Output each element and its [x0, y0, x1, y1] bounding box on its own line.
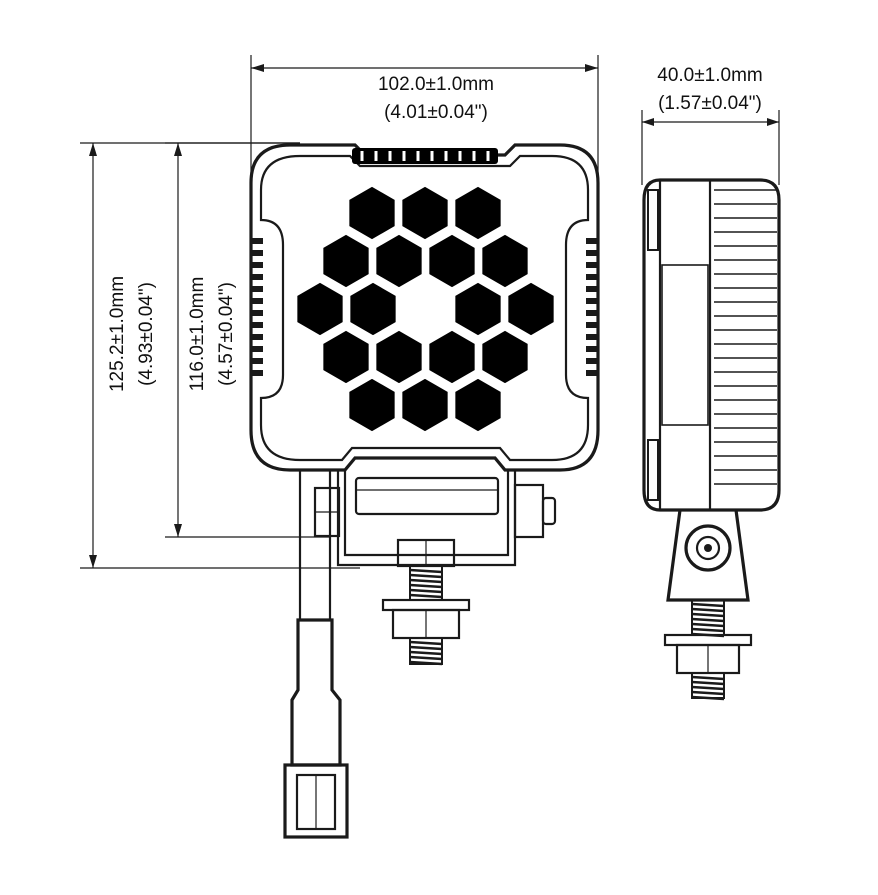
thread-line: [409, 645, 443, 651]
thread-line: [691, 627, 725, 633]
fin: [251, 298, 263, 304]
fin: [251, 250, 263, 256]
fin: [251, 346, 263, 352]
fin: [251, 358, 263, 364]
front-housing-outline: [249, 143, 600, 472]
fin: [251, 262, 263, 268]
fin: [586, 334, 598, 340]
thread-line: [409, 568, 443, 574]
thread-line: [409, 660, 443, 666]
bottom-stud-thread: [409, 565, 443, 666]
fin: [586, 262, 598, 268]
fin: [251, 370, 263, 376]
front-bracket: [313, 470, 557, 666]
fin: [586, 322, 598, 328]
fin: [251, 334, 263, 340]
led-hexagon: [347, 377, 397, 433]
total-height-mm-label: 125.2±1.0mm: [107, 276, 128, 392]
thread-line: [409, 593, 443, 599]
cable-connector: [283, 470, 349, 839]
thread-line: [691, 685, 725, 691]
led-hexagon: [453, 377, 503, 433]
connector-plug: [283, 763, 349, 839]
fin: [251, 286, 263, 292]
fin: [586, 346, 598, 352]
fin: [586, 358, 598, 364]
fin: [251, 274, 263, 280]
thread-line: [691, 622, 725, 628]
thread-line: [691, 617, 725, 623]
depth-dimension: 40.0±1.0mm (1.57±0.04"): [641, 65, 780, 185]
led-hexagon: [321, 329, 371, 385]
width-mm-label: 102.0±1.0mm: [378, 74, 494, 95]
fin: [586, 238, 598, 244]
thread-line: [409, 588, 443, 594]
thread-line: [691, 690, 725, 696]
fin: [251, 310, 263, 316]
side-stud-thread: [691, 599, 725, 638]
side-fins: [647, 189, 777, 501]
fin: [586, 370, 598, 376]
side-lens-ridge: [661, 264, 709, 426]
led-hexagon: [400, 185, 450, 241]
front-view: [249, 143, 600, 839]
thread-line: [691, 612, 725, 618]
side-cap-top: [647, 189, 659, 251]
fin: [586, 298, 598, 304]
thread-line: [691, 680, 725, 686]
thread-line: [691, 695, 725, 701]
fin: [586, 250, 598, 256]
depth-inch-label: (1.57±0.04"): [658, 93, 762, 114]
thread-line: [691, 602, 725, 608]
led-hexagon: [374, 329, 424, 385]
thread-line: [409, 578, 443, 584]
total-height-dimension: 125.2±1.0mm (4.93±0.04"): [80, 142, 360, 569]
fin: [586, 310, 598, 316]
vent-bar: [352, 148, 498, 164]
side-bracket: [666, 509, 750, 602]
body-height-mm-label: 116.0±1.0mm: [187, 277, 208, 392]
led-hexagon: [374, 233, 424, 289]
thread-line: [409, 640, 443, 646]
thread-line: [691, 675, 725, 681]
side-housing-outline: [642, 178, 781, 512]
led-hexagon: [348, 281, 398, 337]
body-height-dimension: 116.0±1.0mm (4.57±0.04"): [165, 142, 330, 538]
right-bolt: [513, 483, 545, 539]
led-hexagon: [347, 185, 397, 241]
led-hexagon: [400, 377, 450, 433]
thread-line: [409, 655, 443, 661]
led-hexagon: [427, 329, 477, 385]
thread-line: [409, 583, 443, 589]
thread-line: [691, 607, 725, 613]
led-hexagon: [506, 281, 556, 337]
led-array: [295, 185, 556, 433]
width-inch-label: (4.01±0.04"): [384, 102, 488, 123]
body-height-inch-label: (4.57±0.04"): [216, 282, 237, 386]
left-fins: [251, 238, 263, 376]
led-hexagon: [427, 233, 477, 289]
total-height-inch-label: (4.93±0.04"): [136, 282, 157, 386]
side-stud-tail: [691, 672, 725, 701]
led-hexagon: [453, 281, 503, 337]
thread-line: [409, 650, 443, 656]
depth-mm-label: 40.0±1.0mm: [657, 65, 762, 86]
front-bezel-outline: [259, 154, 590, 462]
width-dimension: 102.0±1.0mm (4.01±0.04"): [250, 55, 599, 180]
side-view: [642, 178, 781, 701]
led-hexagon: [295, 281, 345, 337]
right-fins: [586, 238, 598, 376]
led-hexagon: [321, 233, 371, 289]
led-hexagon: [453, 185, 503, 241]
fin: [251, 238, 263, 244]
led-hexagon: [480, 329, 530, 385]
fin: [586, 286, 598, 292]
side-cap-bottom: [647, 439, 659, 501]
fin: [586, 274, 598, 280]
led-hexagon: [480, 233, 530, 289]
thread-line: [409, 573, 443, 579]
fin: [251, 322, 263, 328]
top-vent: [352, 148, 498, 164]
